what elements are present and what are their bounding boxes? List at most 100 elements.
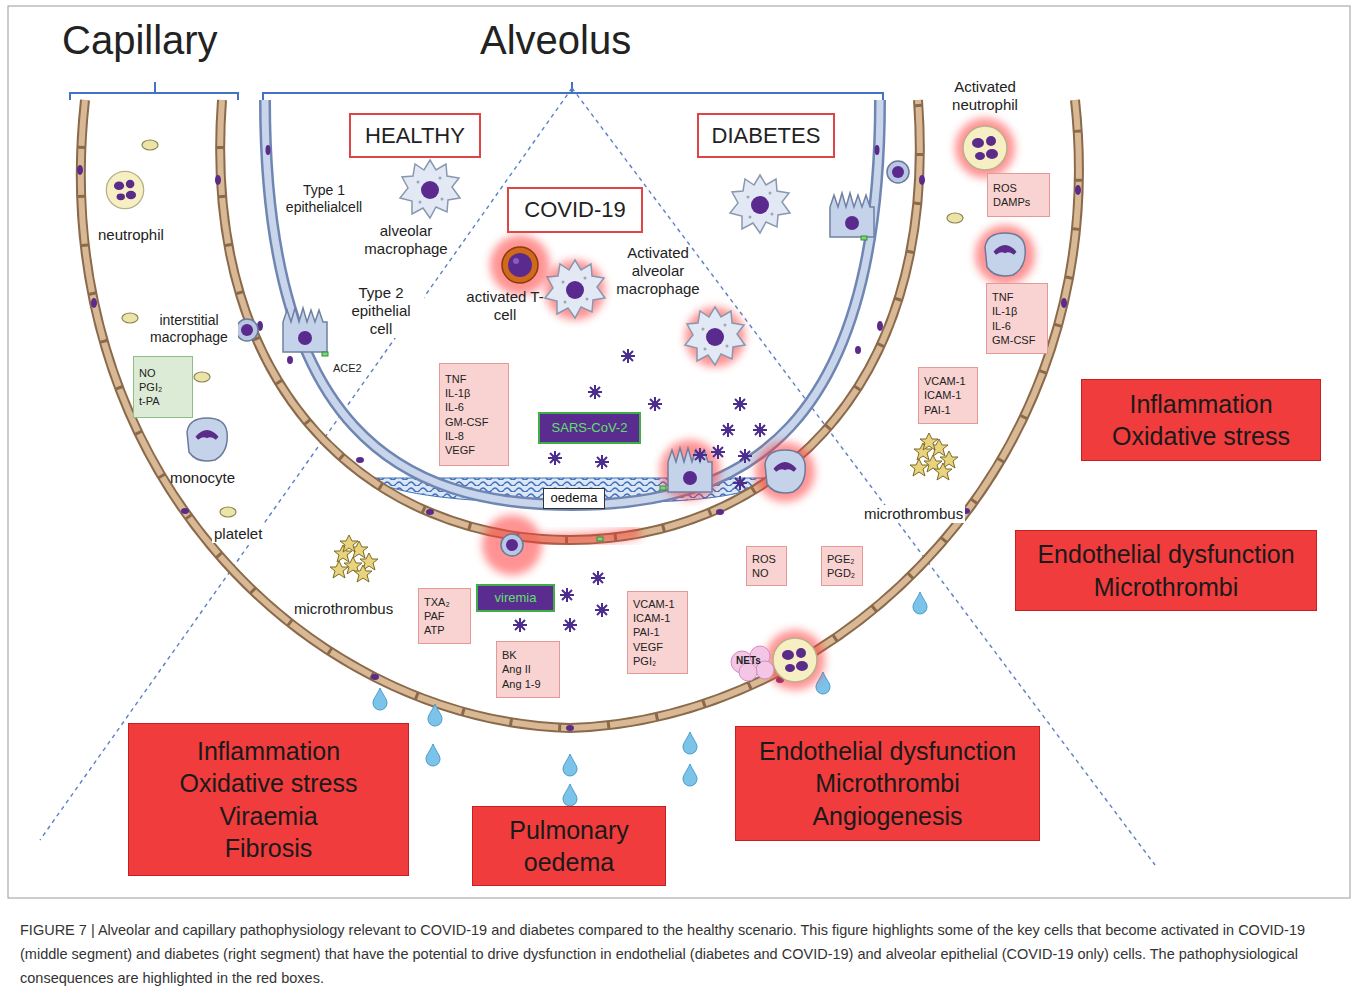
node-text: VCAM-1 — [924, 374, 966, 388]
capillary-wall — [81, 100, 1079, 728]
interstitial-macrophage-cell — [236, 161, 909, 575]
mediator-box: TXA₂PAFATP — [418, 588, 471, 644]
scenario-box: DIABETES — [697, 113, 835, 158]
node-text: BK — [502, 648, 517, 662]
virus-particle — [753, 423, 767, 437]
endothelial-nucleus — [426, 509, 434, 515]
scenario-box: HEALTHY — [349, 113, 481, 158]
mediator-box: ROSNO — [746, 546, 787, 586]
cell-label: platelet — [212, 525, 264, 543]
cell-label: NETs — [736, 655, 761, 667]
macrophage-cell — [685, 307, 745, 367]
endothelial-nucleus — [716, 509, 724, 515]
platelet — [947, 213, 963, 223]
node-text: GM-CSF — [445, 415, 488, 429]
mediator-box: TNFIL-1βIL-6GM-CSFIL-8VEGF — [439, 363, 509, 466]
platelet — [142, 140, 158, 150]
ace2-receptor — [322, 352, 328, 356]
interstitial-macrophage-cell — [887, 161, 909, 183]
capillary-wall — [81, 100, 1079, 728]
microthrombus-cluster — [330, 535, 378, 582]
virus-particle — [595, 603, 609, 617]
segment-divider — [572, 88, 1155, 865]
ace2-receptor — [660, 486, 666, 490]
node-text: GM-CSF — [992, 333, 1035, 347]
node-text: IL-6 — [445, 400, 464, 414]
node-text: TNF — [992, 290, 1013, 304]
virus-box: viremia — [476, 584, 555, 612]
mediator-box: NOPGI₂t-PA — [133, 356, 193, 418]
virus-particle — [693, 448, 707, 462]
node-text: ICAM-1 — [633, 611, 670, 625]
mediator-box: BKAng IIAng 1-9 — [496, 641, 560, 698]
alveolar-wall — [265, 100, 880, 505]
node-text: DIABETES — [712, 122, 821, 150]
neutrophil-cell — [106, 171, 143, 208]
node-text: oedema — [524, 846, 614, 879]
type2-cell — [830, 193, 874, 237]
water-drop — [428, 704, 442, 726]
water-drop — [683, 732, 697, 754]
cell-label: monocyte — [170, 469, 235, 487]
monocyte-cell — [975, 225, 1035, 285]
node-text: ROS — [993, 181, 1017, 195]
figure-frame — [8, 6, 1350, 898]
epithelial-nucleus — [855, 346, 861, 354]
net-cloud — [731, 646, 774, 681]
node-text: PGI₂ — [633, 654, 656, 668]
node-text: COVID-19 — [524, 196, 625, 224]
consequence-box: Endothelial dysfunctionMicrothrombiAngio… — [735, 726, 1040, 841]
node-text: Oxidative stress — [1112, 420, 1290, 453]
node-text: HEALTHY — [365, 122, 465, 150]
mediator-box: ROSDAMPs — [987, 173, 1050, 217]
endothelial-nucleus — [919, 175, 925, 185]
node-text: oedema — [551, 490, 598, 506]
virus-particle — [733, 397, 747, 411]
node-text: PAI-1 — [924, 403, 951, 417]
activated-neutrophil-cell — [765, 118, 1015, 690]
cell-label: activated T-cell — [464, 288, 546, 324]
node-text: Ang II — [502, 662, 531, 676]
activated-neutrophil-cell — [955, 118, 1015, 178]
platelet — [220, 507, 236, 517]
capillary-wall — [220, 100, 920, 540]
node-text: Viraemia — [219, 800, 317, 833]
oedema-box: oedema — [543, 488, 605, 508]
node-text: Microthrombi — [815, 767, 959, 800]
region-heading: Alveolus — [480, 16, 631, 64]
endothelial-nucleus — [77, 165, 83, 175]
type2-cell — [283, 193, 874, 500]
node-text: ROS — [752, 552, 776, 566]
activated-neutrophil-cell — [765, 630, 825, 690]
macrophage-cell — [400, 160, 790, 367]
alveolar-wall — [265, 100, 880, 505]
node-text: PGD₂ — [827, 566, 855, 580]
node-text: SARS-CoV-2 — [552, 420, 628, 436]
activated-neutrophil-cell — [963, 126, 1007, 170]
endothelial-nucleus — [215, 175, 221, 185]
node-text: VEGF — [633, 640, 663, 654]
type2-cell — [283, 308, 327, 352]
node-text: IL-1β — [445, 386, 470, 400]
region-bracket — [70, 82, 883, 100]
macrophage-cell — [730, 175, 790, 233]
monocyte-cell — [755, 442, 815, 502]
water-drop — [563, 754, 577, 776]
microthrombus-cluster — [910, 433, 958, 480]
consequence-box: Endothelial dysfunctionMicrothrombi — [1015, 530, 1317, 611]
cell-label: alveolar macrophage — [356, 222, 456, 258]
consequence-box: Pulmonaryoedema — [472, 806, 666, 886]
mediator-box: TNFIL-1βIL-6GM-CSF — [986, 283, 1048, 354]
capillary-wall — [220, 100, 920, 540]
endothelial-nucleus — [91, 298, 97, 308]
platelet — [194, 372, 210, 382]
interstitial-macrophage-cell — [236, 319, 258, 341]
node-text: Inflammation — [197, 735, 340, 768]
cell-label: Activated alveolar macrophage — [608, 244, 708, 298]
water-drop — [426, 744, 440, 766]
epithelial-nucleus — [266, 145, 880, 463]
endothelial-nucleus — [181, 508, 189, 514]
virus-particle — [588, 385, 602, 399]
node-text: TXA₂ — [424, 595, 450, 609]
